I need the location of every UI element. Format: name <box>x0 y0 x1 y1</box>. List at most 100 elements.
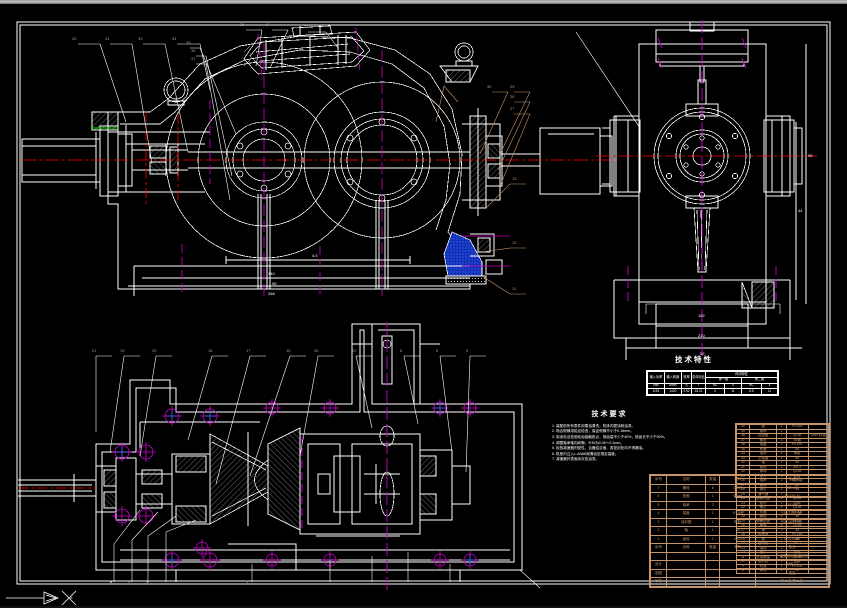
table-row[interactable]: 序号名称数量材料备注 <box>649 475 829 485</box>
note-item: 2. 啮合侧隙用铅丝检查，保证侧隙不小于0.16mm。 <box>552 429 634 434</box>
table-cell: 名称 <box>666 475 707 485</box>
table-cell: 垫圈 <box>666 492 707 502</box>
drawing-canvas[interactable]: 32 31 33 34 35 36 37 25 24 23 30 29 28 2… <box>0 4 847 606</box>
table-cell: 6 <box>705 483 721 494</box>
table-row[interactable]: 审核 共 1 张 第 1 张 <box>649 577 829 587</box>
table-cell: 螺栓 <box>666 483 707 494</box>
table-cell: 备注 <box>755 543 829 553</box>
table-cell: GB/T297-94 <box>755 509 829 519</box>
table-cell: 端盖 <box>666 509 707 519</box>
table-cell: 共 1 张 第 1 张 <box>755 577 829 587</box>
table-cell: 2 <box>649 526 668 536</box>
table-cell: GB/T标准 <box>807 433 830 439</box>
technical-requirements-block: 技术要求 1. 装配前所有零件用煮油清洗，机体内壁涂耐油漆。 2. 啮合侧隙用铅… <box>552 410 667 463</box>
table-cell <box>666 560 707 570</box>
table-row[interactable]: 序号名称数量材料备注 <box>649 543 829 553</box>
table-cell: 5 <box>649 500 668 511</box>
table-cell: 制图 <box>649 568 668 579</box>
table-cell <box>719 500 756 511</box>
table-cell: 1 <box>705 509 721 519</box>
table-row[interactable]: 二级圆柱齿轮减速器 <box>649 551 829 562</box>
table-cell: 比例 1:2 <box>755 560 829 570</box>
table-cell: 2 <box>705 500 721 511</box>
table-cell: m=4 z=89 <box>755 534 829 545</box>
table-cell <box>666 568 707 579</box>
table-cell: 45 <box>719 526 756 536</box>
table-cell: 轴承 <box>666 500 707 511</box>
table-cell: 1 <box>705 534 721 545</box>
table-cell: 备注 <box>755 475 829 485</box>
table-cell: 1 <box>649 534 668 545</box>
table-cell: 序号 <box>649 475 668 485</box>
table-cell: HT150 <box>719 509 756 519</box>
table-cell <box>705 551 721 562</box>
table-cell <box>666 577 707 587</box>
table-cell: 40Cr <box>719 534 756 545</box>
table-row[interactable]: 制图 重量 <box>649 568 829 579</box>
table-cell <box>705 568 721 579</box>
table-cell <box>649 551 668 562</box>
table-cell: M8×25 <box>755 483 829 494</box>
table-cell: 4 <box>649 509 668 519</box>
table-cell: 材料 <box>719 543 756 553</box>
table-cell: 6 <box>649 492 668 502</box>
note-item: 1. 装配前所有零件用煮油清洗，机体内壁涂耐油漆。 <box>552 423 636 428</box>
table-cell: 名称 <box>666 543 707 553</box>
table-cell: 7 <box>649 483 668 494</box>
table-row[interactable]: 设计 比例 1:2 <box>649 560 829 570</box>
table-cell: 二级圆柱齿轮减速器 <box>755 551 829 562</box>
tech-characteristics-heading: 技术特性 <box>675 355 713 364</box>
table-cell <box>719 560 756 570</box>
table-cell: 设计 <box>649 560 668 570</box>
table-cell <box>666 551 707 562</box>
table-cell: 橡胶 <box>719 517 756 528</box>
table-cell: 1 <box>705 526 721 536</box>
table-cell: GB13871-92 <box>755 517 829 528</box>
table-cell: 3 <box>649 517 668 528</box>
table-cell: 30208 <box>755 500 829 511</box>
table-cell: 轴 <box>666 526 707 536</box>
note-item: 5. 检验减速器剂密性，合器结合面、各密封处均不得漏油。 <box>552 446 646 451</box>
table-cell: GB/T93-87 <box>755 492 829 502</box>
tech-table-value-row: 6.93 1420 0.92 18.21 4 11 6.5 11 <box>647 388 778 395</box>
table-cell: 重量 <box>755 568 829 579</box>
window-chrome-bottom <box>0 606 847 608</box>
table-cell: 材料 <box>719 475 756 485</box>
note-item: 6. 机座内注入L-AN68润滑油至规定高度。 <box>552 451 619 456</box>
table-cell <box>719 551 756 562</box>
note-item: 4. 调整轴承轴向间隙，Φ30为0.05～0.1mm。 <box>552 440 624 445</box>
table-cell: 1 <box>705 492 721 502</box>
table-cell: 审核 <box>649 577 668 587</box>
table-cell: 65Mn <box>719 492 756 502</box>
table-cell <box>705 560 721 570</box>
table-cell <box>705 577 721 587</box>
tech-characteristics-table: 输入功率 输入转速 效率 总传动比 传动特性 第一级 第二级 /kW r/min… <box>646 370 779 396</box>
ucs-icon-group <box>6 590 77 606</box>
note-item: 7. 减速器外表面涂灰色油漆。 <box>552 457 600 462</box>
table-cell: 1 <box>705 517 721 528</box>
table-cell: 数量 <box>705 543 721 553</box>
table-cell <box>719 577 756 587</box>
table-cell <box>719 568 756 579</box>
table-cell: Q235 <box>719 483 756 494</box>
window-chrome-top <box>0 0 847 4</box>
note-item: 3. 用涂色法检验轮齿接触斑点，按齿高不少于40%，按齿长不少于50%。 <box>552 434 668 439</box>
tech-table-header-row-1: 输入功率 输入转速 效率 总传动比 传动特性 <box>647 371 779 384</box>
table-cell: 齿轮 <box>666 534 707 545</box>
table-cell <box>755 526 829 536</box>
table-cell: 油封圈 <box>666 517 707 528</box>
cad-vector-drawing <box>6 20 831 606</box>
technical-requirements-title: 技术要求 <box>591 411 628 418</box>
table-cell: 数量 <box>705 475 721 485</box>
